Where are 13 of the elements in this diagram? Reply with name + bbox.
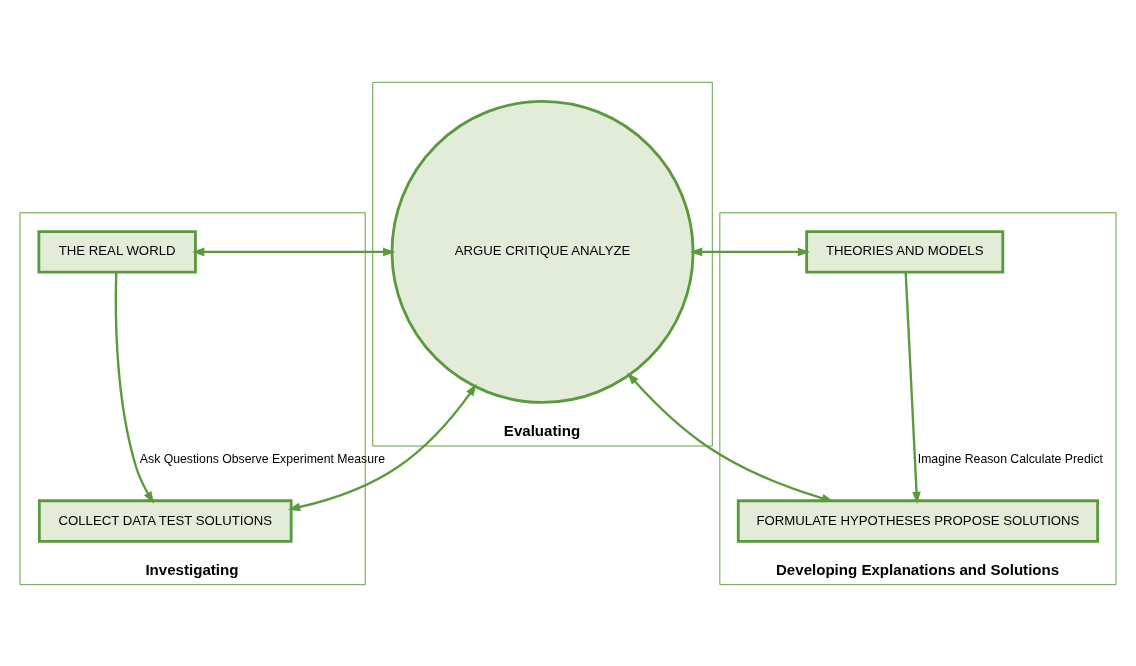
arrow — [627, 372, 834, 502]
node-box: COLLECT DATA TEST SOLUTIONS — [37, 498, 293, 543]
arrow — [192, 247, 396, 256]
arrow — [904, 271, 921, 504]
node-box: THE REAL WORLD — [37, 229, 197, 274]
node-circle: ARGUE CRITIQUE ANALYZE — [390, 99, 695, 404]
arrow — [114, 271, 154, 504]
edge-label: Imagine Reason Calculate Predict — [917, 451, 1103, 466]
edge-label: Ask Questions Observe Experiment Measure — [139, 451, 385, 466]
arrow — [690, 247, 811, 256]
arrow — [287, 383, 477, 511]
node-box: FORMULATE HYPOTHESES PROPOSE SOLUTIONS — [736, 498, 1100, 543]
node-box: THEORIES AND MODELS — [805, 229, 1005, 274]
